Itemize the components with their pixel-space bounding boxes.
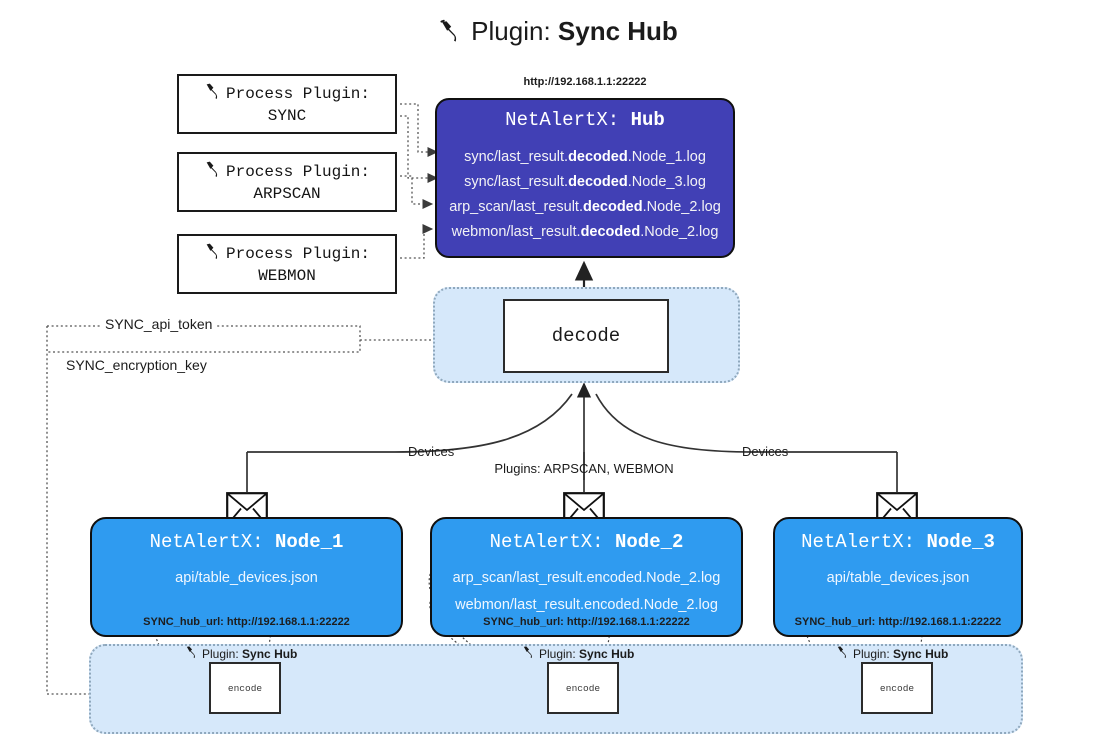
node-log-list: api/table_devices.json (775, 565, 1021, 592)
node-log-list: api/table_devices.json (92, 565, 401, 592)
node-log-item: webmon/last_result.encoded.Node_2.log (455, 597, 718, 613)
hub-log-item: webmon/last_result.decoded.Node_2.log (451, 224, 719, 240)
node-title: NetAlertX: Node_2 (432, 531, 741, 553)
hub-log-item: sync/last_result.decoded.Node_3.log (464, 174, 706, 190)
node-footer: SYNC_hub_url: http://192.168.1.1:22222 (794, 616, 1002, 628)
process-plugin-label: Process Plugin: (225, 244, 371, 263)
hub-url: http://192.168.1.1:22222 (523, 76, 647, 88)
envelope-stems (246, 452, 898, 492)
hub-log-item: arp_scan/last_result.decoded.Node_2.log (449, 199, 721, 215)
hub-title-name: Hub (630, 109, 665, 131)
edge-label-devices-left: Devices (408, 444, 455, 459)
plug-icon (204, 160, 224, 184)
plugin-to-hub-connectors (400, 103, 439, 259)
node-title: NetAlertX: Node_1 (92, 531, 401, 553)
node-box-node-2[interactable]: NetAlertX: Node_2 arp_scan/last_result.e… (430, 517, 743, 637)
node-log-item: arp_scan/last_result.encoded.Node_2.log (452, 570, 721, 586)
encoder-label-2: Plugin: Sync Hub (522, 645, 634, 662)
process-plugin-name: ARPSCAN (253, 185, 321, 203)
secret-label-api-token: SYNC_api_token (102, 316, 216, 332)
encode-box-1[interactable]: encode (209, 662, 281, 714)
node-title-prefix: NetAlertX: (489, 531, 604, 553)
node-title-prefix: NetAlertX: (801, 531, 916, 553)
decode-box[interactable]: decode (503, 299, 669, 373)
encoder-label-prefix: Plugin: (539, 646, 576, 661)
encoder-label-prefix: Plugin: (853, 646, 890, 661)
page-title-prefix: Plugin: (471, 16, 551, 46)
encode-box-3[interactable]: encode (861, 662, 933, 714)
hub-title: NetAlertX: Hub (437, 109, 733, 131)
encoder-label-1: Plugin: Sync Hub (185, 645, 297, 662)
encoder-label-name: Sync Hub (242, 646, 298, 661)
process-plugin-label: Process Plugin: (225, 84, 371, 103)
node-title: NetAlertX: Node_3 (775, 531, 1021, 553)
process-plugin-name: SYNC (267, 107, 307, 125)
plug-icon (204, 242, 224, 266)
node-box-node-3[interactable]: NetAlertX: Node_3 api/table_devices.json… (773, 517, 1023, 637)
secret-label-encryption-key: SYNC_encryption_key (63, 357, 210, 373)
encoder-label-name: Sync Hub (579, 646, 635, 661)
plug-icon (522, 645, 537, 662)
page-title-name: Sync Hub (557, 16, 678, 46)
encoder-label-name: Sync Hub (893, 646, 949, 661)
hub-log-list: sync/last_result.decoded.Node_1.log sync… (437, 145, 733, 245)
edge-label-devices-right: Devices (742, 444, 789, 459)
edge-label-plugins-center: Plugins: ARPSCAN, WEBMON (494, 461, 673, 476)
node-title-name: Node_3 (926, 531, 995, 553)
plug-icon (836, 645, 851, 662)
process-plugin-arpscan[interactable]: Process Plugin: ARPSCAN (177, 152, 397, 212)
node-title-prefix: NetAlertX: (149, 531, 264, 553)
node-title-name: Node_1 (275, 531, 344, 553)
encoder-label-3: Plugin: Sync Hub (836, 645, 948, 662)
hub-log-item: sync/last_result.decoded.Node_1.log (464, 149, 706, 165)
node-box-node-1[interactable]: NetAlertX: Node_1 api/table_devices.json… (90, 517, 403, 637)
process-plugin-label: Process Plugin: (225, 162, 371, 181)
node-footer: SYNC_hub_url: http://192.168.1.1:22222 (143, 616, 350, 628)
plug-icon (185, 645, 200, 662)
node-title-name: Node_2 (615, 531, 684, 553)
node-footer: SYNC_hub_url: http://192.168.1.1:22222 (483, 616, 690, 628)
node-log-item: api/table_devices.json (175, 570, 318, 586)
page-title: Plugin: Sync Hub (0, 16, 1117, 50)
node-log-item: api/table_devices.json (826, 570, 970, 586)
process-plugin-sync[interactable]: Process Plugin: SYNC (177, 74, 397, 134)
plug-icon (439, 19, 465, 50)
process-plugin-name: WEBMON (258, 267, 316, 285)
encode-box-2[interactable]: encode (547, 662, 619, 714)
node-log-list: arp_scan/last_result.encoded.Node_2.log … (432, 565, 741, 619)
encoder-label-prefix: Plugin: (202, 646, 239, 661)
plug-icon (204, 82, 224, 106)
hub-title-prefix: NetAlertX: (505, 109, 620, 131)
hub-box[interactable]: NetAlertX: Hub sync/last_result.decoded.… (435, 98, 735, 258)
process-plugin-webmon[interactable]: Process Plugin: WEBMON (177, 234, 397, 294)
